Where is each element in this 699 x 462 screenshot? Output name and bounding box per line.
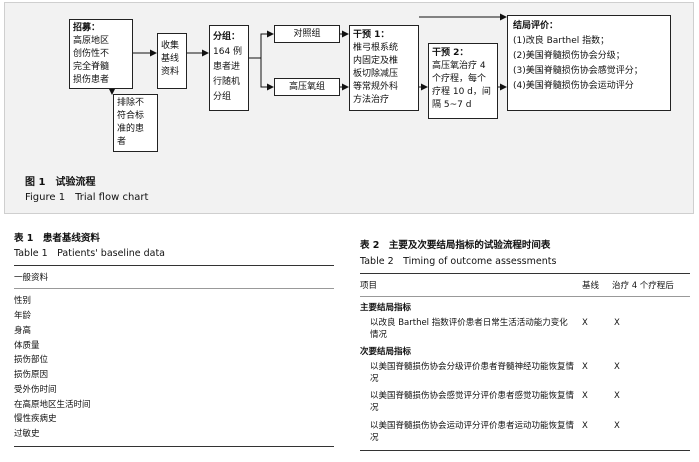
table1-row: 年龄 bbox=[14, 311, 32, 321]
table1-row: 损伤原因 bbox=[14, 370, 49, 380]
table1-caption-cn: 表 1 患者基线资料 bbox=[14, 233, 100, 244]
flow-arrows bbox=[108, 13, 507, 95]
table1-row: 损伤部位 bbox=[14, 355, 49, 365]
interv1-line: 方法治疗 bbox=[353, 95, 390, 105]
table2-header-rule bbox=[360, 296, 690, 297]
figure-1: 招募： 高原地区 创伤性不 完全脊髓 损伤患者 排除不 符合标 准的患 者 收集… bbox=[4, 2, 694, 214]
table1-header-rule bbox=[14, 288, 334, 289]
table1-row: 性别 bbox=[14, 296, 32, 306]
group-box: 分组： 164 例 患者进 行随机 分组 bbox=[209, 25, 249, 111]
table2-row-after: X bbox=[614, 421, 620, 431]
exclude-line: 者 bbox=[117, 137, 127, 147]
table2-caption-en: Table 2 Timing of outcome assessments bbox=[360, 256, 557, 267]
table1-header: 一般资料 bbox=[14, 273, 49, 283]
table2-row-label: 以美国脊髓损伤协会运动评分评价患者运动功能恢复情况 bbox=[370, 421, 575, 443]
figure-caption-cn: 图 1 试验流程 bbox=[25, 177, 96, 188]
interv1-line: 内固定及椎 bbox=[353, 56, 399, 66]
control-group-label: 对照组 bbox=[293, 29, 321, 39]
table1-caption-en: Table 1 Patients' baseline data bbox=[14, 248, 165, 259]
recruit-line: 完全脊髓 bbox=[73, 62, 110, 72]
recruit-line: 高原地区 bbox=[73, 36, 110, 46]
exclude-line: 排除不 bbox=[117, 98, 145, 108]
group-line: 164 例 bbox=[213, 47, 243, 57]
collect-line: 基线 bbox=[161, 54, 180, 64]
interv1-title: 干预 1： bbox=[353, 30, 390, 40]
group-line: 患者进 bbox=[213, 62, 241, 72]
arrow-group-to-control bbox=[249, 30, 274, 59]
table1-top-rule bbox=[14, 265, 334, 266]
exclude-line: 符合标 bbox=[117, 111, 145, 121]
interv2-line: 疗程 10 d，间 bbox=[432, 87, 491, 97]
collect-line: 资料 bbox=[161, 67, 180, 77]
recruit-line: 损伤患者 bbox=[73, 75, 110, 85]
table2-header-baseline: 基线 bbox=[582, 281, 600, 291]
table1-row: 身高 bbox=[14, 326, 32, 336]
exclude-box: 排除不 符合标 准的患 者 bbox=[113, 94, 158, 152]
collect-line: 收集 bbox=[161, 41, 180, 51]
interv2-title: 干预 2： bbox=[432, 48, 469, 58]
table2-header-item: 项目 bbox=[360, 281, 378, 291]
group-title: 分组： bbox=[213, 32, 241, 42]
table2-row-label: 以美国脊髓损伤协会感觉评分评价患者感觉功能恢复情况 bbox=[370, 391, 575, 413]
table2-caption-cn: 表 2 主要及次要结局指标的试验流程时间表 bbox=[360, 240, 551, 251]
recruit-box: 招募： 高原地区 创伤性不 完全脊髓 损伤患者 bbox=[69, 19, 133, 89]
interv2-line: 隔 5~7 d bbox=[432, 100, 472, 110]
table2-section-title: 主要结局指标 bbox=[360, 303, 412, 313]
interv2-line: 个疗程，每个 bbox=[432, 74, 487, 84]
table2-row-baseline: X bbox=[582, 318, 588, 328]
table2-top-rule bbox=[360, 273, 690, 274]
table2-row-label: 以美国脊髓损伤协会分级评价患者脊髓神经功能恢复情况 bbox=[370, 362, 575, 384]
collect-box: 收集 基线 资料 bbox=[157, 33, 187, 89]
table2-header-after: 治疗 4 个疗程后 bbox=[612, 281, 674, 291]
outcome-line: (3)美国脊髓损伤协会感觉评分； bbox=[513, 66, 643, 76]
arrow-group-to-hbo bbox=[260, 58, 274, 91]
outcome-line: (2)美国脊髓损伤协会分级； bbox=[513, 51, 625, 61]
outcome-box: 结局评价： (1)改良 Barthel 指数； (2)美国脊髓损伤协会分级； (… bbox=[507, 15, 671, 111]
table1-row: 在高原地区生活时间 bbox=[14, 400, 91, 410]
intervention-2-box: 干预 2： 高压氧治疗 4 个疗程，每个 疗程 10 d，间 隔 5~7 d bbox=[428, 43, 498, 119]
interv1-line: 椎弓根系统 bbox=[353, 43, 399, 53]
table2-row-label: 以改良 Barthel 指数评价患者日常生活活动能力变化情况 bbox=[370, 318, 568, 340]
table1-row: 过敏史 bbox=[14, 429, 40, 439]
outcome-title: 结局评价： bbox=[513, 21, 559, 31]
table1-row: 慢性疾病史 bbox=[14, 414, 57, 424]
table2-section-title: 次要结局指标 bbox=[360, 347, 412, 357]
group-line: 分组 bbox=[213, 92, 232, 102]
control-group-box: 对照组 bbox=[274, 25, 340, 43]
table2-row-after: X bbox=[614, 362, 620, 372]
table2-row-baseline: X bbox=[582, 391, 588, 401]
recruit-line: 创伤性不 bbox=[73, 49, 110, 59]
table2-row-after: X bbox=[614, 391, 620, 401]
outcome-line: (1)改良 Barthel 指数； bbox=[513, 36, 610, 46]
table1-row: 受外伤时间 bbox=[14, 385, 57, 395]
table1-row: 体质量 bbox=[14, 341, 40, 351]
hbo-group-label: 高压氧组 bbox=[288, 82, 325, 92]
outcome-line: (4)美国脊髓损伤协会运动评分 bbox=[513, 81, 634, 91]
table2-row-after: X bbox=[614, 318, 620, 328]
table2-bottom-rule bbox=[360, 450, 690, 451]
table2-row-baseline: X bbox=[582, 362, 588, 372]
figure-caption-en: Figure 1 Trial flow chart bbox=[25, 192, 149, 203]
table1-bottom-rule bbox=[14, 446, 334, 447]
interv2-line: 高压氧治疗 4 bbox=[432, 61, 486, 71]
intervention-1-box: 干预 1： 椎弓根系统 内固定及椎 板切除减压 等常规外科 方法治疗 bbox=[349, 25, 419, 111]
interv1-line: 等常规外科 bbox=[353, 82, 399, 92]
group-line: 行随机 bbox=[213, 77, 241, 87]
interv1-line: 板切除减压 bbox=[353, 69, 399, 79]
exclude-line: 准的患 bbox=[117, 124, 145, 134]
recruit-title: 招募： bbox=[73, 23, 101, 33]
hbo-group-box: 高压氧组 bbox=[274, 78, 340, 96]
table2-row-baseline: X bbox=[582, 421, 588, 431]
